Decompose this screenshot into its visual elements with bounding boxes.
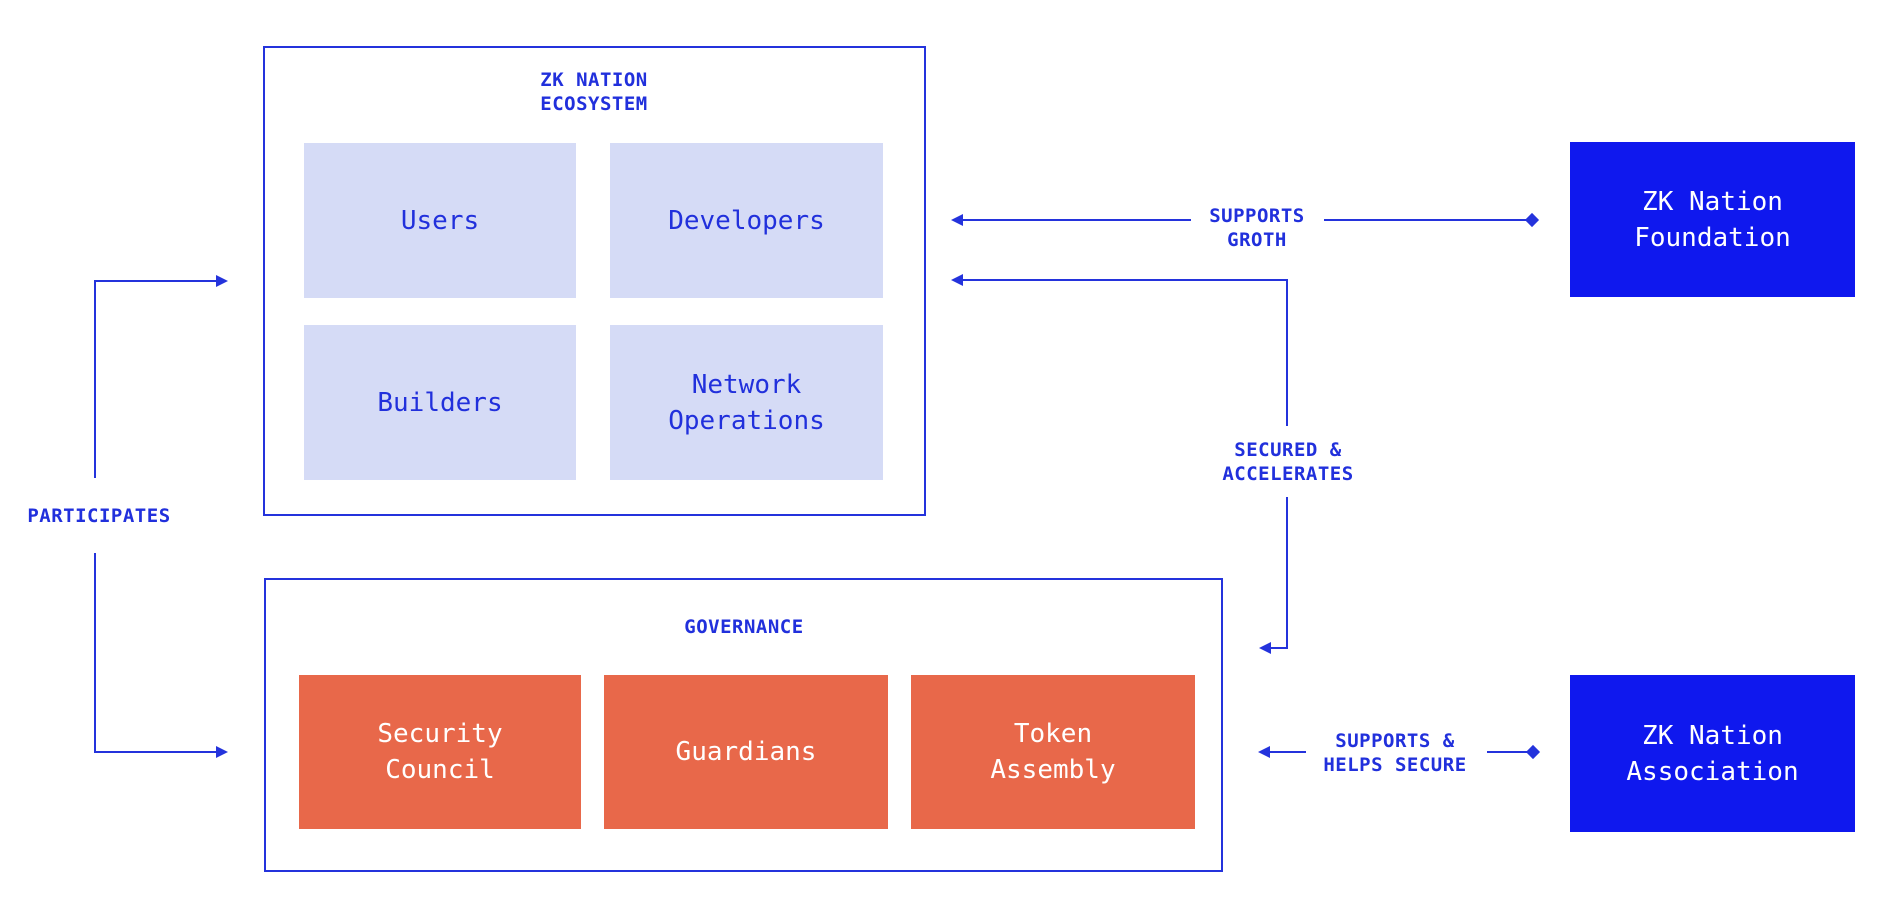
ecosystem-box-network-operations-label: Network Operations	[668, 369, 825, 436]
secured-accelerates-line-stub	[1271, 647, 1288, 649]
secured-accelerates-arrowhead-bottom-icon	[1259, 642, 1271, 654]
participates-arrowhead-top-icon	[216, 275, 228, 287]
secured-accelerates-line-vertical-upper	[1286, 279, 1288, 426]
zk-nation-foundation-box: ZK Nation Foundation	[1570, 142, 1855, 297]
governance-title: GOVERNANCE	[684, 616, 804, 638]
ecosystem-title: ZK NATION ECOSYSTEM	[540, 69, 648, 115]
supports-growth-diamond-endpoint-icon	[1524, 212, 1540, 228]
supports-helps-secure-diamond-endpoint-icon	[1525, 744, 1541, 760]
zk-nation-association-box: ZK Nation Association	[1570, 675, 1855, 832]
ecosystem-frame	[263, 46, 926, 516]
supports-growth-label: SUPPORTS GROTH	[1209, 205, 1305, 251]
participates-line-vertical-upper	[94, 280, 96, 478]
participates-line-top	[94, 280, 218, 282]
governance-box-guardians-label: Guardians	[675, 737, 817, 767]
governance-box-token-assembly: Token Assembly	[911, 675, 1195, 829]
governance-box-security-council-label: Security Council	[377, 719, 503, 785]
zk-nation-foundation-label: ZK Nation Foundation	[1634, 186, 1791, 253]
secured-accelerates-label: SECURED & ACCELERATES	[1222, 439, 1354, 485]
supports-growth-line-left	[963, 219, 1191, 221]
ecosystem-box-builders: Builders	[304, 325, 576, 480]
ecosystem-box-network-operations: Network Operations	[610, 325, 883, 480]
ecosystem-box-developers-label: Developers	[668, 205, 825, 236]
participates-label: PARTICIPATES	[27, 505, 171, 527]
secured-accelerates-arrowhead-top-icon	[951, 274, 963, 286]
supports-growth-arrowhead-left-icon	[951, 214, 963, 226]
supports-helps-secure-arrowhead-left-icon	[1258, 746, 1270, 758]
secured-accelerates-line-vertical-lower	[1286, 497, 1288, 649]
ecosystem-box-developers: Developers	[610, 143, 883, 298]
governance-box-guardians: Guardians	[604, 675, 888, 829]
zk-nation-association-label: ZK Nation Association	[1626, 720, 1799, 787]
governance-box-token-assembly-label: Token Assembly	[990, 719, 1116, 785]
supports-growth-line-right	[1324, 219, 1526, 221]
secured-accelerates-line-horizontal	[963, 279, 1288, 281]
participates-line-vertical-lower	[94, 553, 96, 753]
supports-helps-secure-line-right	[1487, 751, 1527, 753]
supports-helps-secure-line-left	[1270, 751, 1306, 753]
participates-line-bottom	[94, 751, 218, 753]
governance-frame	[264, 578, 1223, 872]
governance-box-security-council: Security Council	[299, 675, 581, 829]
participates-arrowhead-bottom-icon	[216, 746, 228, 758]
ecosystem-box-users-label: Users	[400, 205, 480, 236]
ecosystem-box-builders-label: Builders	[377, 387, 503, 418]
ecosystem-box-users: Users	[304, 143, 576, 298]
supports-helps-secure-label: SUPPORTS & HELPS SECURE	[1323, 730, 1467, 776]
